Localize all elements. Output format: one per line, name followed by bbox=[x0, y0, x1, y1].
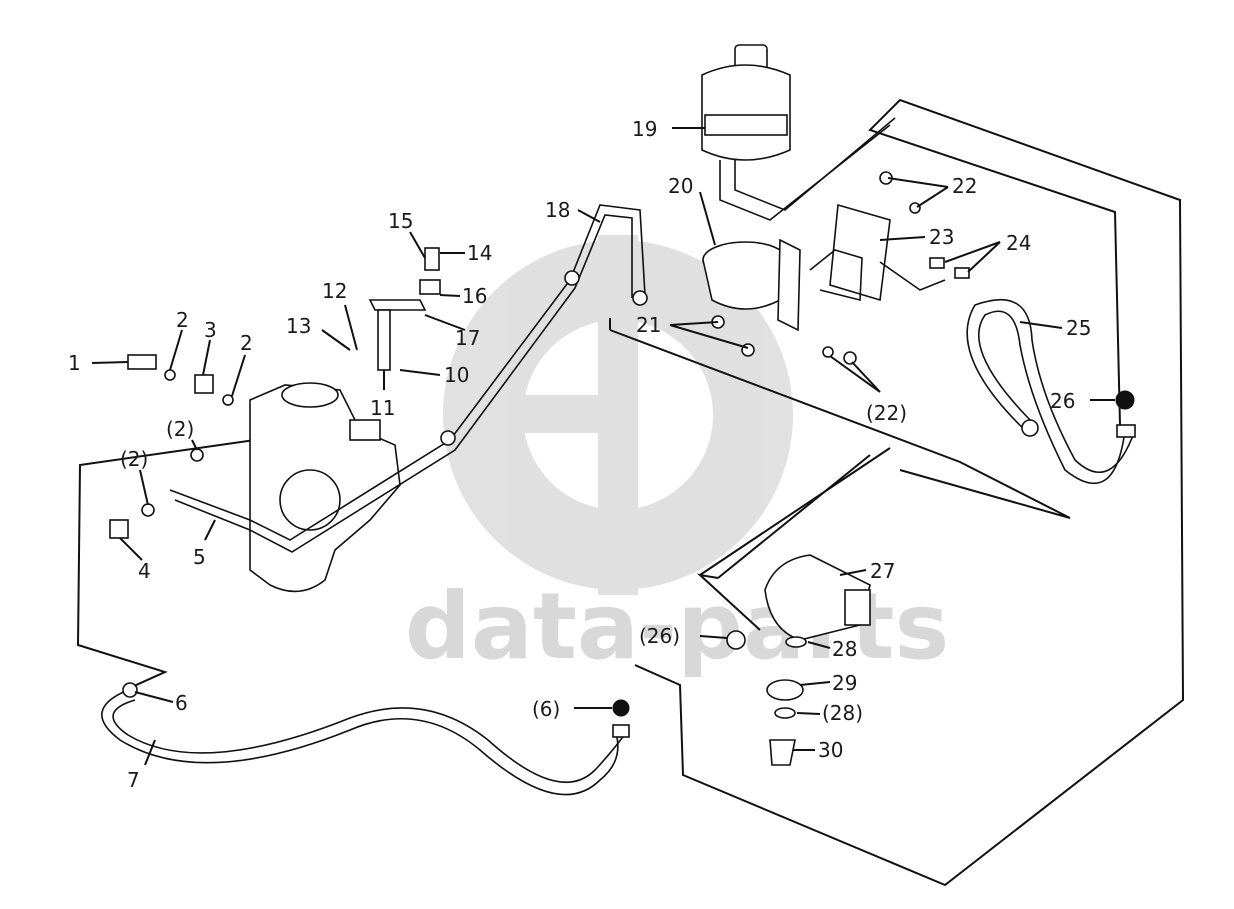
label-20: 20 bbox=[668, 174, 693, 198]
label-22-paren: (22) bbox=[866, 401, 907, 425]
part-labels: 1 2 3 2 (2) (2) 4 5 6 7 (6) 10 11 12 13 … bbox=[68, 117, 1091, 792]
label-14: 14 bbox=[467, 241, 492, 265]
label-1: 1 bbox=[68, 351, 81, 375]
label-16: 16 bbox=[462, 284, 487, 308]
label-2: 2 bbox=[240, 331, 253, 355]
label-27: 27 bbox=[870, 559, 895, 583]
label-7: 7 bbox=[127, 768, 140, 792]
label-6-paren: (6) bbox=[532, 697, 560, 721]
label-10: 10 bbox=[444, 363, 469, 387]
reservoir-19 bbox=[701, 44, 896, 221]
label-30: 30 bbox=[818, 738, 843, 762]
label-15: 15 bbox=[388, 209, 413, 233]
fittings bbox=[109, 171, 1136, 738]
label-26: 26 bbox=[1050, 389, 1075, 413]
label-21: 21 bbox=[636, 313, 661, 337]
label-28: 28 bbox=[832, 637, 857, 661]
label-5: 5 bbox=[193, 545, 206, 569]
hose-7 bbox=[101, 689, 629, 796]
bracket-assembly bbox=[702, 203, 946, 332]
label-13: 13 bbox=[286, 314, 311, 338]
label-18: 18 bbox=[545, 198, 570, 222]
label-2-paren: (2) bbox=[166, 417, 194, 441]
pipes bbox=[169, 204, 646, 553]
label-3: 3 bbox=[204, 318, 217, 342]
label-26-paren: (26) bbox=[639, 624, 680, 648]
label-28-paren: (28) bbox=[822, 701, 863, 725]
label-2: 2 bbox=[176, 308, 189, 332]
label-29: 29 bbox=[832, 671, 857, 695]
label-23: 23 bbox=[929, 225, 954, 249]
label-11: 11 bbox=[370, 396, 395, 420]
label-6: 6 bbox=[175, 691, 188, 715]
hose-25 bbox=[966, 298, 1136, 485]
steering-gear-box bbox=[249, 382, 401, 593]
leader-lines bbox=[91, 127, 1115, 766]
label-22: 22 bbox=[952, 174, 977, 198]
label-19: 19 bbox=[632, 117, 657, 141]
label-17: 17 bbox=[455, 326, 480, 350]
switch-bracket bbox=[368, 247, 441, 371]
routing-lines bbox=[76, 98, 1185, 887]
label-24: 24 bbox=[1006, 231, 1031, 255]
label-12: 12 bbox=[322, 279, 347, 303]
label-2-paren: (2) bbox=[120, 447, 148, 471]
pump-27 bbox=[764, 554, 871, 766]
label-4: 4 bbox=[138, 559, 151, 583]
label-25: 25 bbox=[1066, 316, 1091, 340]
